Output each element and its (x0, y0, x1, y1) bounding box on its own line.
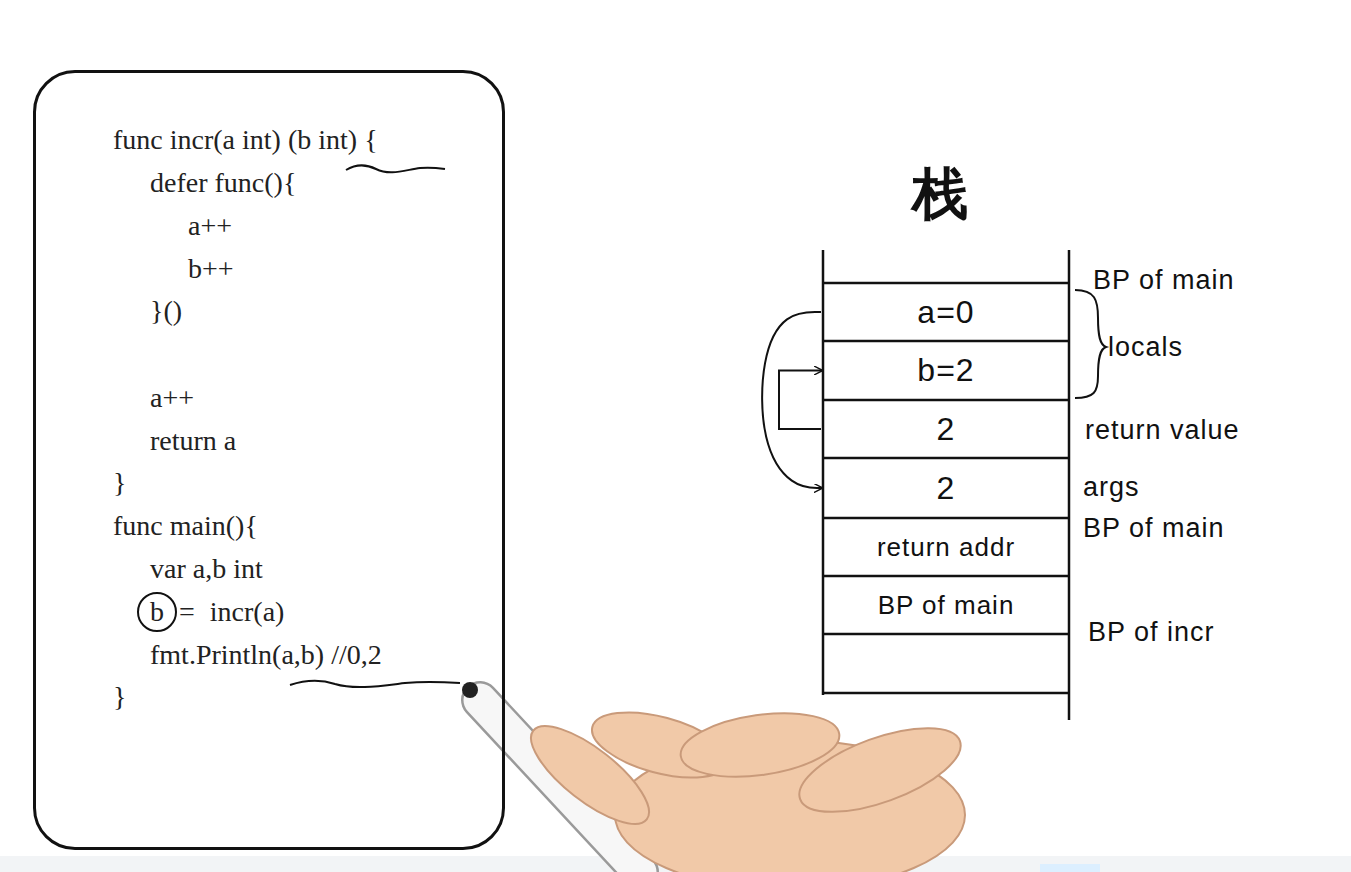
stack-annotation: args (1083, 472, 1140, 503)
stack-divider (823, 692, 1069, 695)
code-line: func main(){ (113, 508, 258, 544)
stack-slot: return addr (825, 520, 1067, 574)
code-line: var a,b int (150, 551, 263, 587)
stack-divider (823, 282, 1069, 285)
stack-annotation: BP of incr (1088, 617, 1215, 648)
stack-annotation: locals (1108, 332, 1183, 363)
marker-tip (462, 682, 478, 698)
code-line: fmt.Println(a,b) //0,2 (150, 637, 382, 673)
code-line: a++ (150, 380, 194, 416)
slot-value: 2 (937, 470, 956, 507)
stack-frame (823, 250, 1069, 720)
stack-slot: 2 (825, 402, 1067, 456)
stack-annotation: BP of main (1083, 513, 1225, 544)
slot-value: BP of main (878, 590, 1015, 621)
stack-divider (823, 399, 1069, 402)
code-line: }() (150, 293, 182, 329)
arrow-connector (779, 371, 822, 430)
bottom-strip-mark (1040, 864, 1100, 872)
code-line: defer func(){ (150, 165, 296, 201)
stack-slot: BP of main (825, 578, 1067, 632)
stack-annotation: return value (1085, 415, 1240, 446)
stack-slot: a=0 (825, 285, 1067, 339)
hand-with-marker (462, 682, 971, 872)
slot-value: b=2 (917, 352, 974, 389)
stack-annotation: BP of main (1093, 265, 1235, 296)
code-line: b = incr(a) (150, 594, 284, 630)
code-line: } (113, 679, 126, 715)
stack-divider (823, 457, 1069, 460)
code-line: return a (150, 423, 236, 459)
code-line: a++ (188, 208, 232, 244)
stack-slot: b=2 (825, 343, 1067, 398)
code-line: func incr(a int) (b int) { (113, 122, 378, 158)
stack-divider (823, 575, 1069, 578)
code-line: } (113, 465, 126, 501)
stack-divider (823, 633, 1069, 636)
stack-wall (1068, 250, 1071, 720)
stack-title: 栈 (912, 157, 968, 233)
slot-value: 2 (937, 411, 956, 448)
stack-divider (823, 340, 1069, 343)
stack-slot: 2 (825, 460, 1067, 516)
stack-divider (823, 517, 1069, 520)
arrow-connector (762, 312, 822, 488)
stack-wall (822, 250, 825, 695)
slot-value: return addr (877, 532, 1015, 563)
slot-value: a=0 (917, 294, 974, 331)
code-line: b++ (188, 251, 234, 287)
finger (789, 711, 971, 829)
locals-brace (1075, 290, 1106, 398)
underline-squiggle (290, 681, 460, 687)
underline-squiggle (346, 165, 445, 172)
code-box: func incr(a int) (b int) { defer func(){ a… (33, 70, 505, 850)
